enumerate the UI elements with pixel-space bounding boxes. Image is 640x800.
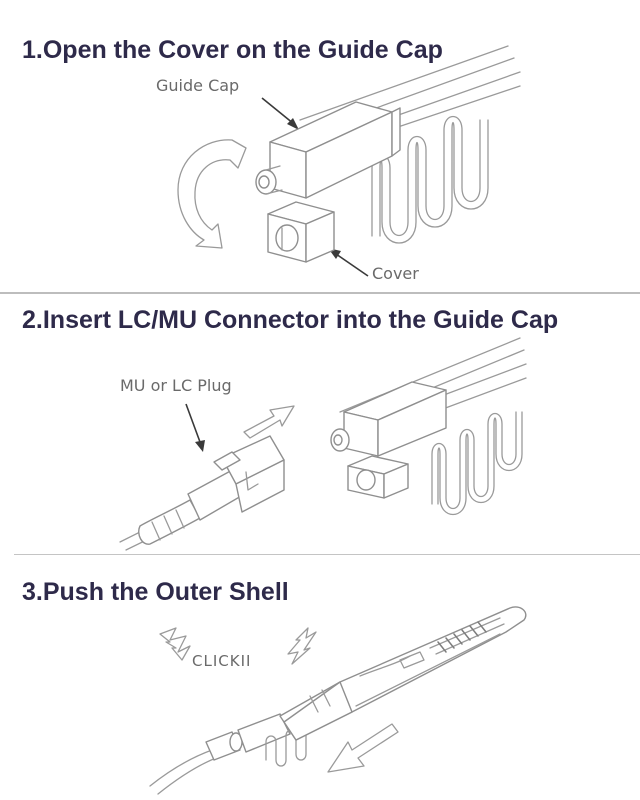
lc-plug [138,435,285,545]
guide-cap-pointer-icon [261,97,299,130]
step-3-illustration [149,606,527,795]
insert-arrow-icon [243,405,295,439]
ferrule [255,165,283,195]
step-2: 2.Insert LC/MU Connector into the Guide … [0,294,640,554]
step-3-title: 3.Push the Outer Shell [22,578,289,606]
step-2-title: 2.Insert LC/MU Connector into the Guide … [22,306,559,334]
plug-pointer-icon [185,403,205,452]
spring-cable [265,729,307,767]
cover-pointer-icon [328,248,369,277]
section-divider-2 [14,554,640,555]
cover-label: Cover [372,264,419,283]
outer-shell [279,606,527,741]
click-label: CLICKII [192,652,252,670]
rotate-arrow-icon [177,139,247,249]
guide-cap-body-2 [330,381,447,457]
lightning-icon [287,627,317,665]
plug-label: MU or LC Plug [120,376,232,395]
spring-cable [371,115,481,237]
step-1-title: 1.Open the Cover on the Guide Cap [22,36,443,64]
section-divider-1 [0,292,640,294]
step-1: 1.Open the Cover on the Guide Cap Guide … [0,0,640,292]
cover [267,201,335,263]
guide-cap-label: Guide Cap [156,76,240,95]
step-3: 3.Push the Outer Shell CLICKII [0,556,640,800]
push-arrow-icon [327,723,399,773]
step-1-illustration [177,45,521,277]
lightning-icon [159,627,191,661]
connector-front [205,713,291,761]
step-2-illustration [119,337,527,551]
cover-2 [347,455,409,499]
